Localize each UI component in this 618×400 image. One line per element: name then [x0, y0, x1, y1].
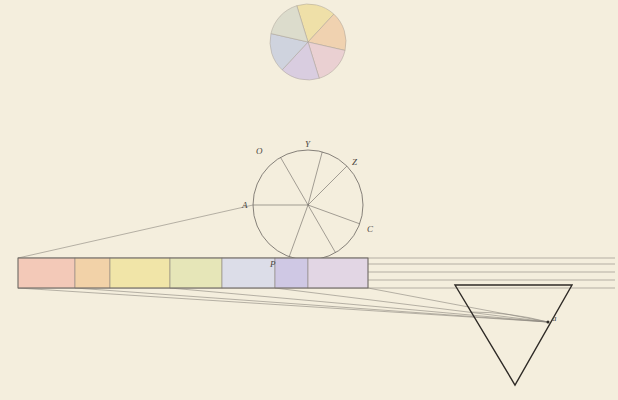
construction-circle: [253, 150, 363, 260]
point-letter: O: [256, 146, 263, 156]
scale-segment: [308, 258, 368, 288]
point-letter: a: [552, 313, 557, 323]
radius-lines: [253, 152, 360, 257]
radius-line: [308, 166, 347, 205]
scale-segment: [170, 258, 222, 288]
inverted-triangle: [455, 285, 572, 385]
point: [547, 321, 550, 324]
color-wheel: [270, 4, 346, 80]
radius-line: [308, 205, 336, 253]
radius-line: [308, 205, 360, 224]
wheel-wedge: [271, 6, 308, 42]
point-letter: Y: [305, 139, 310, 149]
radius-line: [253, 205, 308, 206]
point-letter: Z: [352, 157, 357, 167]
point-letter: A: [242, 200, 248, 210]
scale-segment: [75, 258, 110, 288]
color-scale: [18, 258, 368, 288]
projection-lines: [18, 205, 615, 322]
scale-segment: [18, 258, 75, 288]
point-letter: P: [270, 259, 276, 269]
point-letter: C: [367, 224, 373, 234]
scale-segment: [222, 258, 275, 288]
scale-segment: [275, 258, 308, 288]
radius-line: [281, 157, 309, 205]
scale-segment: [110, 258, 170, 288]
radius-line: [308, 152, 322, 205]
scale-outline: [18, 258, 368, 288]
radius-line: [289, 205, 308, 257]
